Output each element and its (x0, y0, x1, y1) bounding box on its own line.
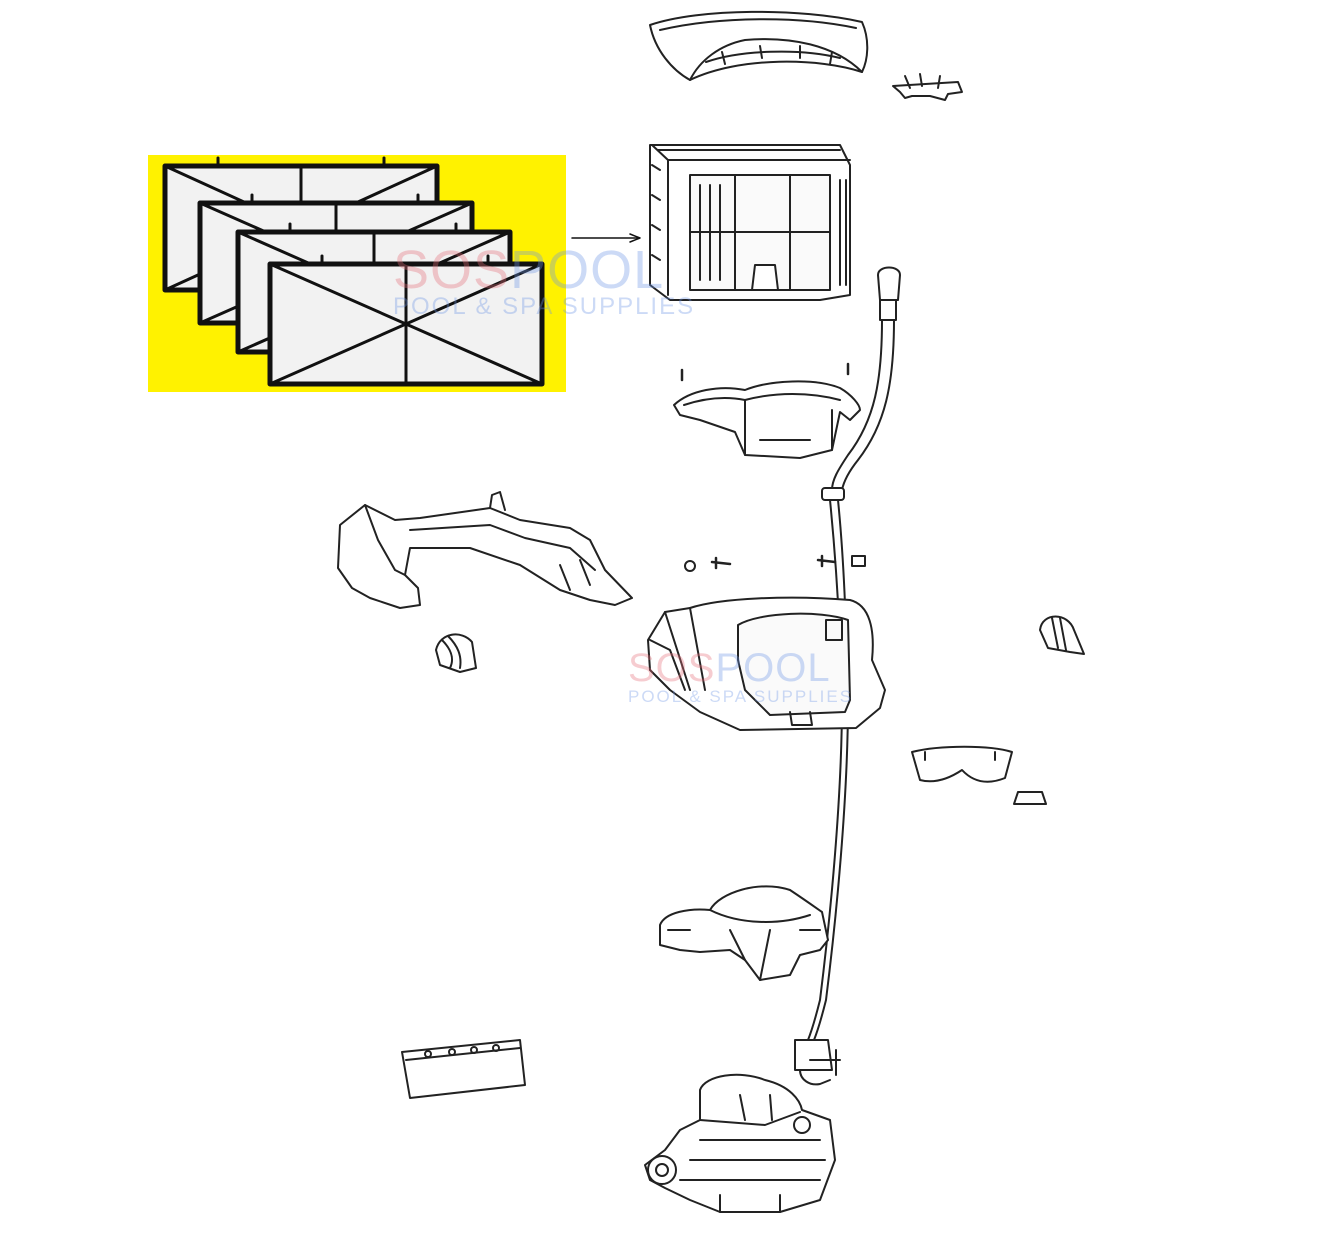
motor-unit (645, 1075, 835, 1212)
swivel-right (1040, 617, 1084, 655)
upper-shell (674, 364, 860, 458)
filter-panel-4 (270, 256, 542, 384)
power-cable (795, 268, 900, 1085)
filter-basket (650, 145, 850, 300)
cover-piece (912, 747, 1012, 782)
cover-clip (893, 74, 962, 100)
pointer-arrow (572, 234, 640, 242)
swivel-left (436, 634, 476, 672)
main-body (648, 598, 885, 730)
lower-frame (660, 886, 828, 980)
fasteners (685, 556, 865, 571)
top-cover (650, 12, 867, 80)
flap-door (402, 1040, 525, 1098)
small-clip (1014, 792, 1046, 804)
side-shell-left (338, 492, 632, 608)
